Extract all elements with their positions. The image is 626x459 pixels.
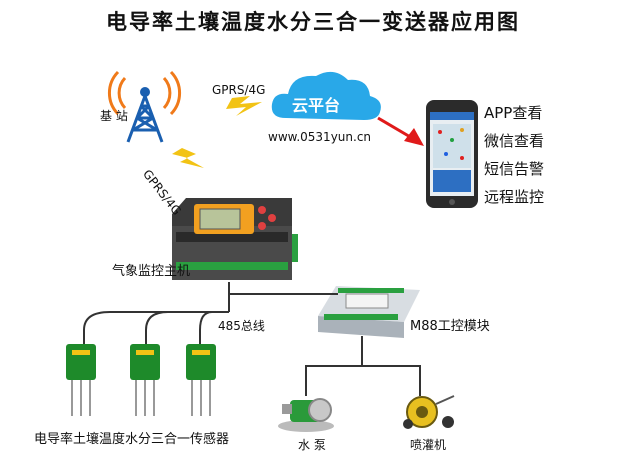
lightning-bolt-icon — [226, 96, 262, 116]
cloud-platform-label: 云平台 — [292, 92, 340, 116]
sprinkler-label: 喷灌机 — [410, 436, 446, 453]
bus-label: 485总线 — [218, 317, 265, 334]
base-station-label: 基 站 — [100, 107, 128, 124]
host-label: 气象监控主机 — [112, 260, 190, 279]
feature-remote-monitor: 远程监控 — [484, 186, 544, 207]
sprinkler-machine-icon — [403, 396, 454, 429]
feature-sms-alert: 短信告警 — [484, 158, 544, 179]
gprs-label-top: GPRS/4G — [212, 83, 265, 97]
module-label: M88工控模块 — [410, 315, 490, 334]
smartphone-icon — [426, 100, 478, 208]
platform-url: www.0531yun.cn — [268, 130, 371, 144]
monitoring-host-device — [172, 198, 298, 280]
lightning-bolt-icon — [172, 148, 204, 168]
arrow-icon — [378, 118, 424, 146]
feature-wechat-view: 微信查看 — [484, 130, 544, 151]
sensor-probe-icon — [66, 344, 96, 416]
sensor-label: 电导率土壤温度水分三合一传感器 — [34, 428, 229, 447]
feature-app-view: APP查看 — [484, 102, 542, 123]
pump-label: 水 泵 — [298, 436, 326, 453]
sensor-probe-icon — [130, 344, 160, 416]
water-pump-icon — [278, 399, 334, 432]
sensor-probe-icon — [186, 344, 216, 416]
